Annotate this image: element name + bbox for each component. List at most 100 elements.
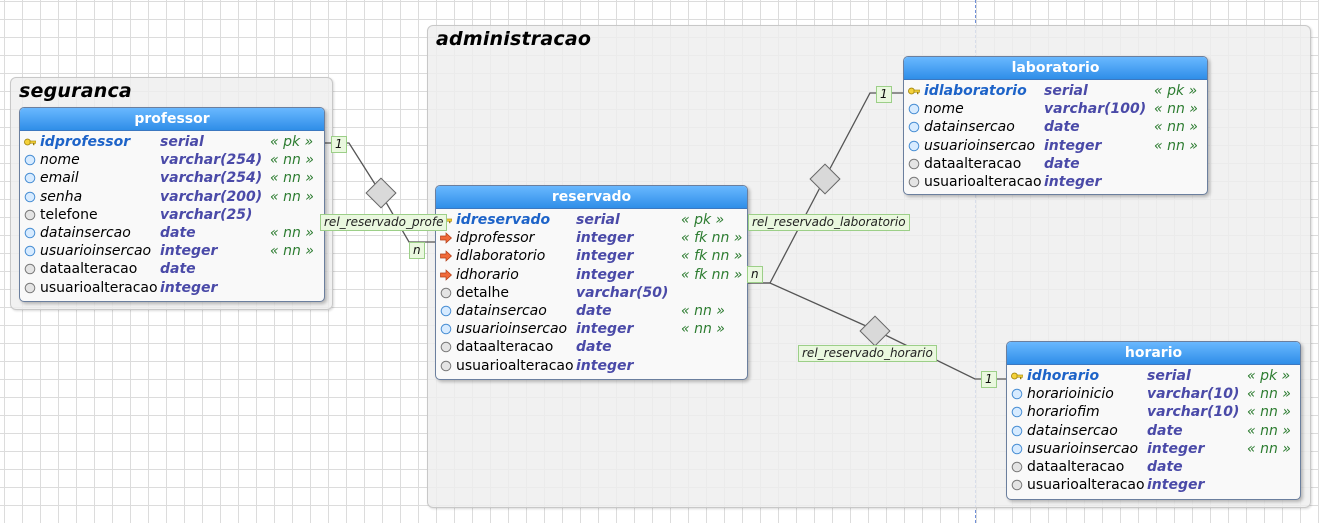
foreign-key-arrow-icon xyxy=(440,250,452,263)
column-name: usuarioalteracao xyxy=(456,357,574,374)
cardinality-many-professor: n xyxy=(409,242,425,259)
column-name: datainsercao xyxy=(924,119,1015,136)
column-constraint: « nn » xyxy=(681,302,725,319)
column-name: usuarioinsercao xyxy=(456,321,568,338)
column-name: nome xyxy=(40,152,80,169)
nullable-column-icon xyxy=(440,360,452,371)
relation-label-laboratorio[interactable]: rel_reservado_laboratorio xyxy=(748,214,910,231)
column-constraint: « nn » xyxy=(1247,386,1291,403)
column-type: integer xyxy=(576,230,634,247)
column-type: integer xyxy=(576,321,634,338)
not-null-column-icon xyxy=(440,323,452,335)
not-null-column-icon xyxy=(1011,443,1023,455)
not-null-column-icon xyxy=(1011,388,1023,400)
column-name: nome xyxy=(924,101,964,118)
column-type: integer xyxy=(1147,477,1205,494)
column-constraint: « nn » xyxy=(1247,440,1291,457)
column-type: varchar(254) xyxy=(160,152,263,169)
column-type: integer xyxy=(1044,173,1102,190)
column-list: idprofessor serial « pk » nome varchar(254) «… xyxy=(20,131,324,299)
column-name: idlaboratorio xyxy=(456,248,546,265)
column-type: date xyxy=(1147,422,1183,439)
column-name: idhorario xyxy=(1027,368,1100,384)
column-constraint: « nn » xyxy=(270,243,314,260)
column-row[interactable]: idprofessor serial « pk » xyxy=(20,133,324,151)
column-type: integer xyxy=(576,266,634,283)
column-type: date xyxy=(160,224,196,241)
cardinality-one-professor: 1 xyxy=(331,136,347,153)
cardinality-many-laboratorio: n xyxy=(747,266,763,283)
column-type: serial xyxy=(160,134,204,150)
group-title: administracao xyxy=(436,28,592,50)
relation-label-professor[interactable]: rel_reservado_profe xyxy=(320,214,448,231)
not-null-column-icon xyxy=(24,227,36,239)
column-constraint: « pk » xyxy=(270,134,314,150)
column-name: horarioinicio xyxy=(1027,386,1114,403)
column-name: usuarioalteracao xyxy=(40,279,158,296)
column-constraint: « fk nn » xyxy=(681,230,743,247)
not-null-column-icon xyxy=(24,154,36,166)
nullable-column-icon xyxy=(440,342,452,353)
column-constraint: « nn » xyxy=(270,224,314,241)
not-null-column-icon xyxy=(24,173,36,184)
table-title: horario xyxy=(1007,342,1300,365)
column-constraint: « nn » xyxy=(270,188,314,205)
column-type: date xyxy=(160,261,196,278)
cardinality-one-laboratorio: 1 xyxy=(876,86,892,103)
column-type: integer xyxy=(1044,137,1102,154)
column-type: serial xyxy=(1147,368,1191,384)
nullable-column-icon xyxy=(908,158,920,170)
column-constraint: « nn » xyxy=(1247,404,1291,421)
nullable-column-icon xyxy=(908,176,920,188)
column-constraint: « fk nn » xyxy=(681,248,743,265)
column-name: idprofessor xyxy=(40,134,131,150)
column-name: horariofim xyxy=(1027,404,1100,421)
not-null-column-icon xyxy=(24,191,36,202)
column-constraint: « nn » xyxy=(1154,101,1198,118)
not-null-column-icon xyxy=(908,140,920,151)
relation-label-horario[interactable]: rel_reservado_horario xyxy=(798,345,937,362)
column-name: usuarioinsercao xyxy=(1027,440,1139,457)
not-null-column-icon xyxy=(24,245,36,257)
column-constraint: « nn » xyxy=(1247,422,1291,439)
column-constraint: « fk nn » xyxy=(681,266,743,283)
nullable-column-icon xyxy=(24,264,36,275)
column-type: date xyxy=(1044,155,1080,172)
column-name: idreservado xyxy=(456,212,551,228)
